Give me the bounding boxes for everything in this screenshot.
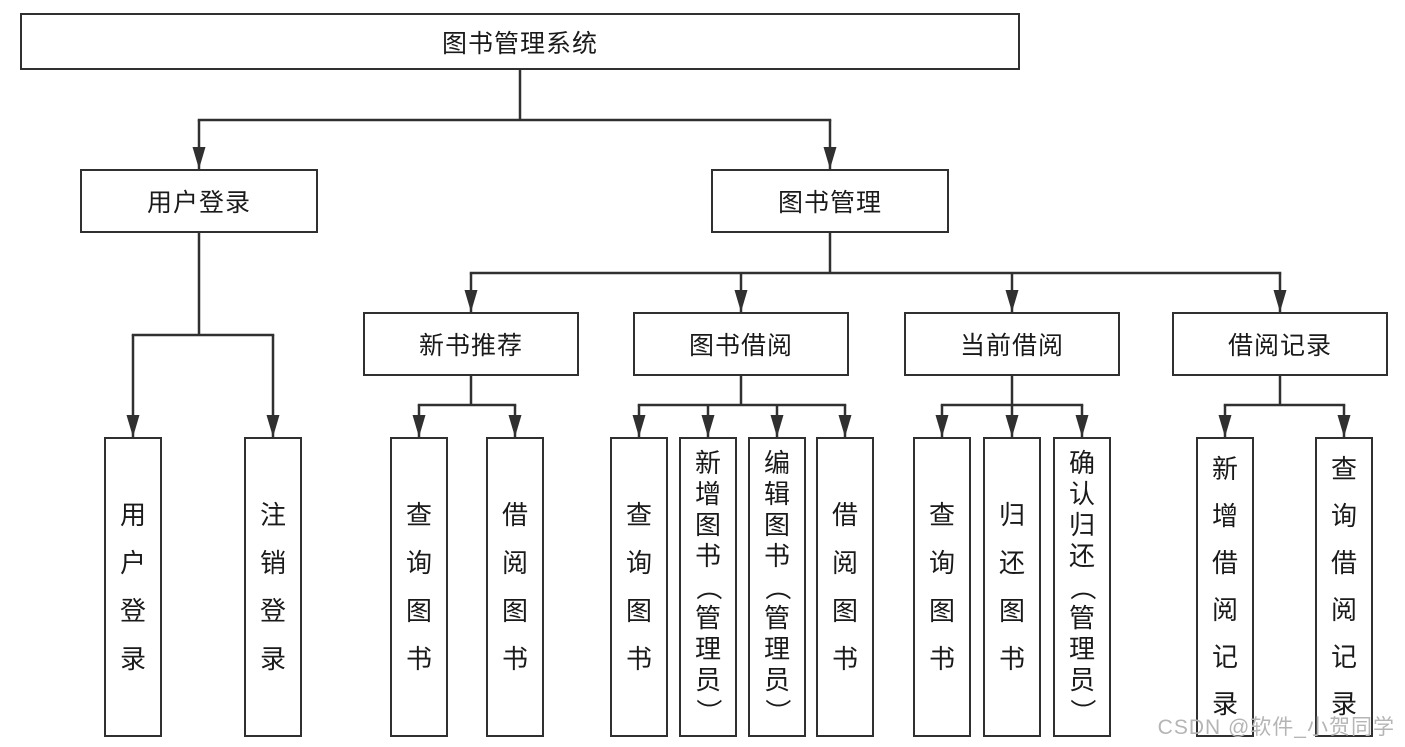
node-label: 图书管理系统	[441, 29, 598, 58]
node-label: 编辑图书（管理员）	[762, 447, 793, 725]
node-label: 归还图书	[998, 500, 1025, 674]
node-leaf-edit-book: 编辑图书（管理员）	[748, 437, 806, 737]
node-leaf-query-book-2: 查询图书	[610, 437, 668, 737]
node-book-mgmt: 图书管理	[711, 169, 949, 233]
node-leaf-add-borrow-record: 新增借阅记录	[1196, 437, 1254, 737]
node-label: 查询借阅记录	[1330, 454, 1357, 719]
node-root: 图书管理系统	[20, 13, 1020, 70]
node-label: 查询图书	[625, 500, 652, 674]
node-label: 确认归还（管理员）	[1067, 447, 1098, 725]
node-label: 新书推荐	[418, 332, 523, 360]
node-leaf-query-book-3: 查询图书	[913, 437, 971, 737]
node-current-borrow: 当前借阅	[904, 312, 1120, 376]
node-borrow-records: 借阅记录	[1172, 312, 1388, 376]
node-label: 借阅图书	[501, 500, 528, 674]
node-book-borrow: 图书借阅	[633, 312, 849, 376]
node-label: 借阅记录	[1227, 332, 1332, 360]
node-label: 查询图书	[928, 500, 955, 674]
node-label: 新增借阅记录	[1211, 454, 1238, 719]
node-label: 图书管理	[777, 189, 882, 217]
node-label: 图书借阅	[688, 332, 793, 360]
node-user-login: 用户登录	[80, 169, 318, 233]
node-label: 用户登录	[119, 500, 146, 674]
node-leaf-logout: 注销登录	[244, 437, 302, 737]
watermark: CSDN @软件_小贺同学	[1157, 716, 1395, 739]
node-label: 用户登录	[146, 189, 251, 217]
node-leaf-return-book: 归还图书	[983, 437, 1041, 737]
node-leaf-borrow-book-2: 借阅图书	[816, 437, 874, 737]
node-label: 借阅图书	[831, 500, 858, 674]
node-leaf-query-book-1: 查询图书	[390, 437, 448, 737]
node-label: 当前借阅	[959, 332, 1064, 360]
node-leaf-add-book: 新增图书（管理员）	[679, 437, 737, 737]
node-leaf-borrow-book-1: 借阅图书	[486, 437, 544, 737]
node-label: 注销登录	[259, 500, 286, 674]
node-leaf-user-login: 用户登录	[104, 437, 162, 737]
node-leaf-query-borrow-record: 查询借阅记录	[1315, 437, 1373, 737]
node-label: 查询图书	[405, 500, 432, 674]
node-new-book-rec: 新书推荐	[363, 312, 579, 376]
node-label: 新增图书（管理员）	[693, 447, 724, 725]
node-leaf-confirm-return: 确认归还（管理员）	[1053, 437, 1111, 737]
